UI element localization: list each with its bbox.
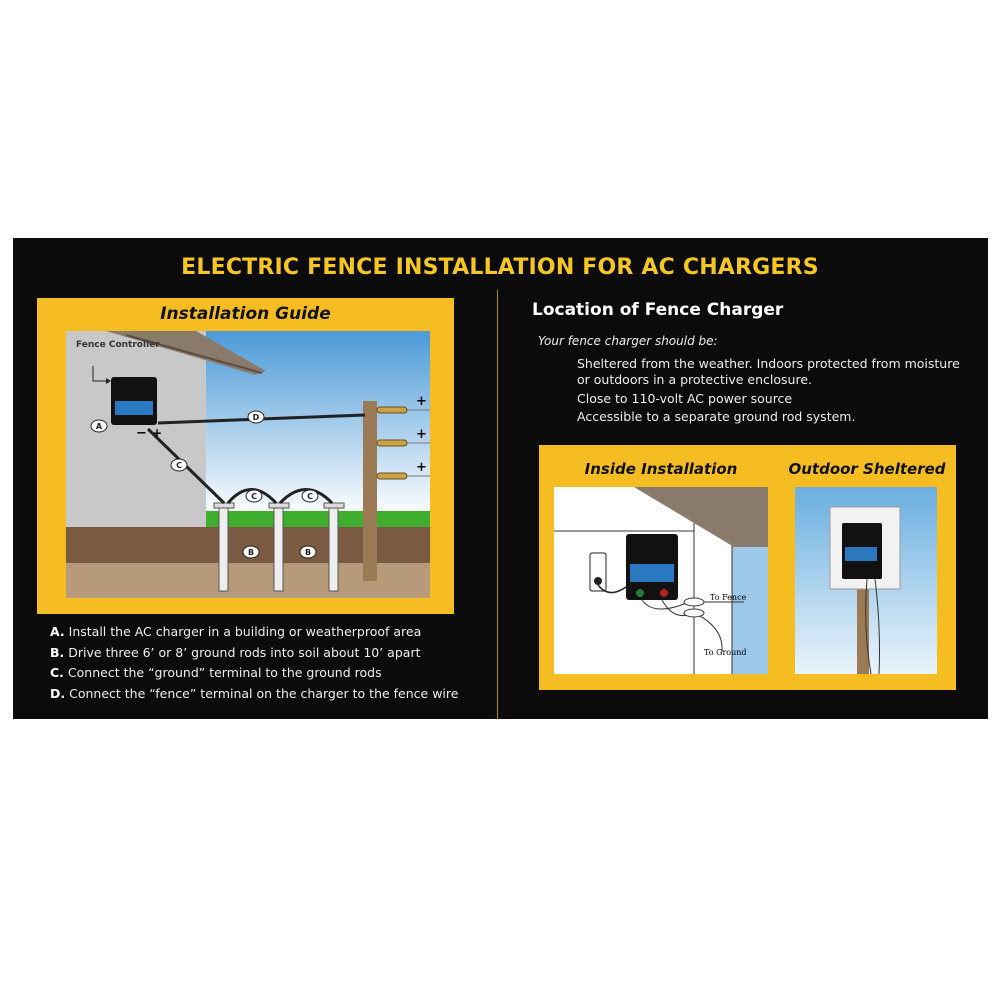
location-subheading: Your fence charger should be: xyxy=(538,334,718,348)
page-title: ELECTRIC FENCE INSTALLATION FOR AC CHARG… xyxy=(181,255,819,280)
to-fence-label: To Fence xyxy=(710,593,747,602)
divider xyxy=(497,290,498,719)
plus-label: + xyxy=(152,426,162,440)
inside-installation-title: Inside Installation xyxy=(584,460,738,478)
label-b: B xyxy=(248,548,254,557)
label-b: B xyxy=(305,548,311,557)
minus-label: − xyxy=(136,426,147,441)
installation-guide-title: Installation Guide xyxy=(160,304,331,324)
step-a: A. Install the AC charger in a building … xyxy=(50,624,422,639)
step-d: D. Connect the “fence” terminal on the c… xyxy=(50,686,459,701)
outdoor-sheltered-illustration xyxy=(795,487,937,674)
plus-label: + xyxy=(416,460,427,475)
label-a: A xyxy=(96,422,103,431)
location-item: Close to 110-volt AC power source xyxy=(577,391,793,406)
installation-diagram: + + + D C C C A B B − + Fence Controller xyxy=(66,331,430,598)
step-c: C. Connect the “ground” terminal to the … xyxy=(50,665,382,680)
plus-label: + xyxy=(416,394,427,409)
inside-installation-illustration: To Fence To Ground xyxy=(554,487,768,674)
label-c: C xyxy=(251,492,257,501)
label-d: D xyxy=(253,413,260,422)
to-ground-label: To Ground xyxy=(704,648,747,657)
location-item: Sheltered from the weather. Indoors prot… xyxy=(577,356,960,371)
plus-label: + xyxy=(416,427,427,442)
outdoor-sheltered-title: Outdoor Sheltered xyxy=(788,460,946,478)
location-item: Accessible to a separate ground rod syst… xyxy=(577,409,856,424)
location-item: or outdoors in a protective enclosure. xyxy=(577,372,813,387)
fence-controller-label: Fence Controller xyxy=(76,340,160,350)
label-c: C xyxy=(307,492,313,501)
label-c: C xyxy=(176,461,182,470)
location-heading: Location of Fence Charger xyxy=(532,300,784,320)
step-b: B. Drive three 6’ or 8’ ground rods into… xyxy=(50,645,421,660)
